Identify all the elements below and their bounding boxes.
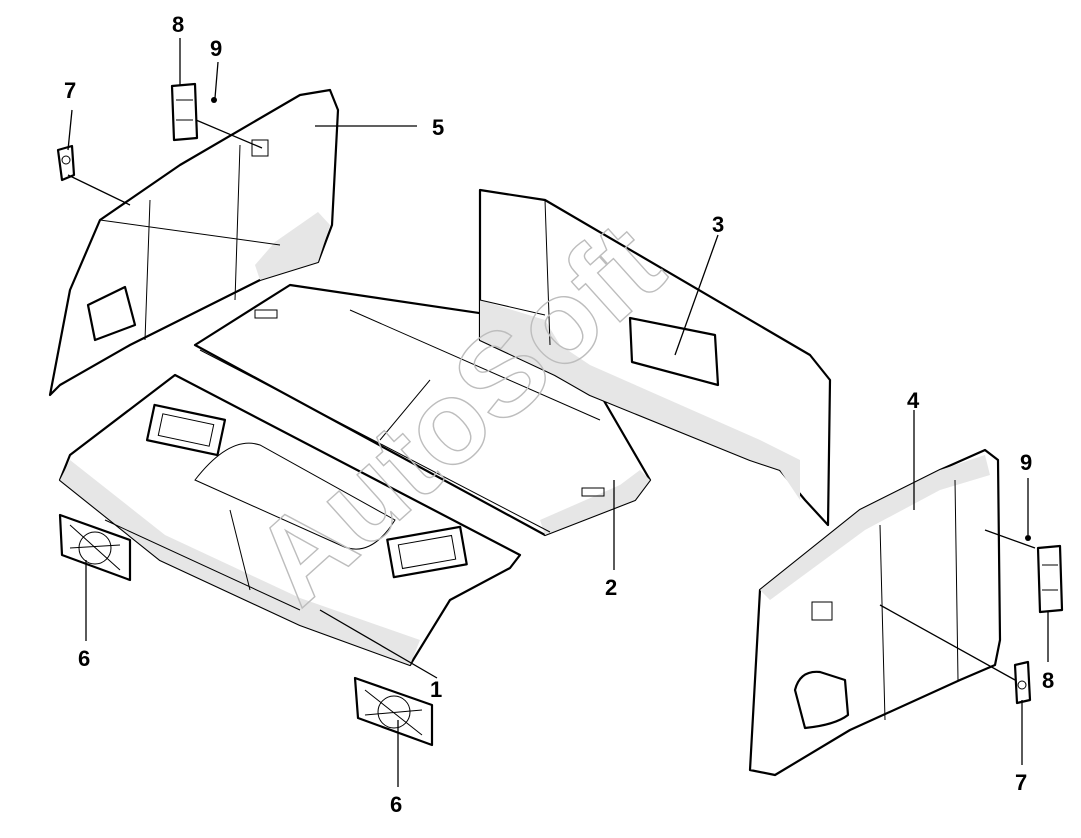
callout-2: 2	[605, 575, 617, 600]
screw-right-dot	[1025, 535, 1031, 541]
callout-9-right: 9	[1020, 450, 1032, 475]
clip-right	[1013, 660, 1032, 705]
callout-9-left: 9	[210, 36, 222, 61]
back-wall-panel	[478, 188, 832, 527]
leader-lines	[67, 38, 1049, 787]
speaker-grille-right	[353, 676, 434, 747]
callout-3: 3	[712, 212, 724, 237]
callout-5: 5	[432, 115, 444, 140]
clip-left	[56, 144, 76, 182]
bracket-left	[170, 82, 199, 142]
callout-8-left: 8	[172, 12, 184, 37]
callout-4: 4	[907, 388, 920, 413]
callout-7-left: 7	[64, 78, 76, 103]
left-side-panel	[48, 88, 340, 397]
callout-7-right: 7	[1015, 770, 1027, 795]
callout-6-right: 6	[390, 792, 402, 817]
bracket-right	[1036, 544, 1064, 614]
right-side-panel	[748, 448, 1002, 777]
callout-8-right: 8	[1042, 668, 1054, 693]
callout-1: 1	[430, 677, 442, 702]
screw-left-dot	[211, 97, 217, 103]
headliner-front-panel	[58, 373, 522, 667]
speaker-grille-left	[58, 513, 132, 582]
callout-6-left: 6	[78, 646, 90, 671]
